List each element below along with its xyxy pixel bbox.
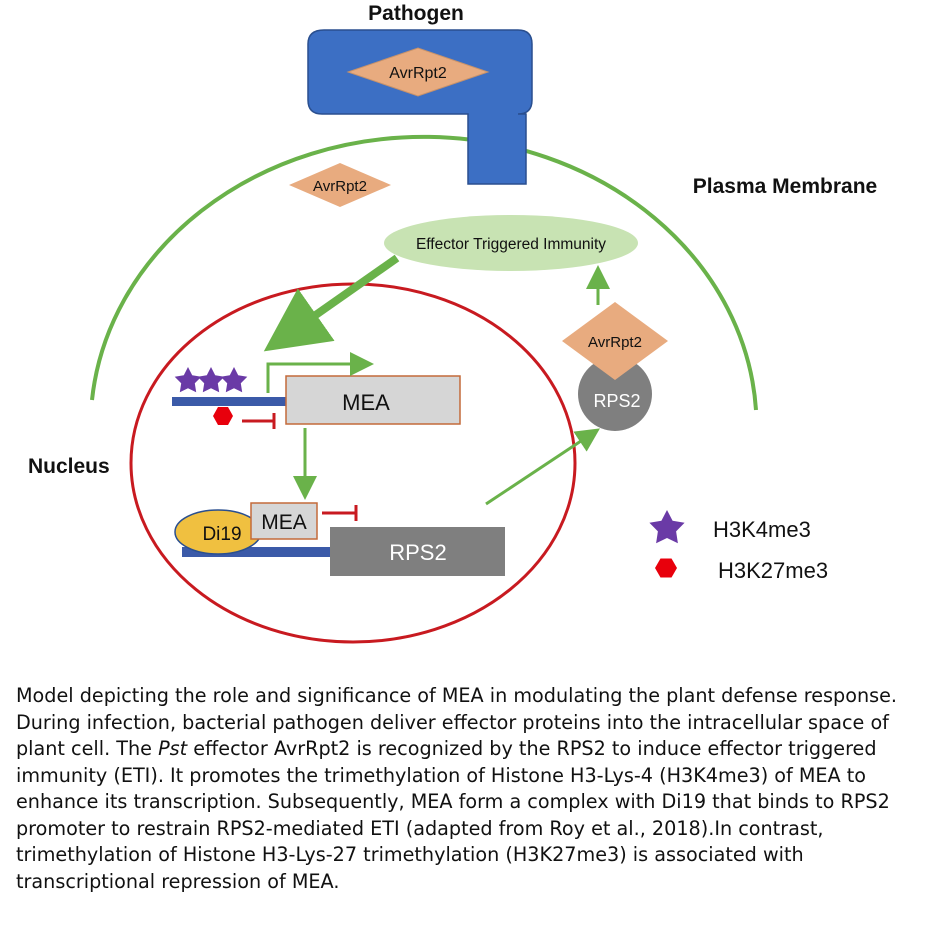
h3k4me3-star-1: [174, 367, 202, 393]
arrow-eti-to-mea: [263, 254, 400, 352]
avrrpt2-cytoplasm-label: AvrRpt2: [313, 178, 367, 195]
legend-hexagon-icon: [655, 558, 677, 578]
caption-part-2: effector AvrRpt2 is recognized by the RP…: [16, 737, 890, 893]
repression-bar-rps2: [322, 505, 358, 521]
plasma-membrane-arc: [90, 134, 758, 411]
rps2-protein-circle: [578, 357, 652, 431]
avrrpt2-rps2-diamond: [562, 302, 668, 380]
nucleus-label: Nucleus: [28, 455, 110, 478]
mea-gene-box: [285, 375, 461, 425]
plasma-membrane-label: Plasma Membrane: [693, 175, 877, 198]
mea-defense-diagram: AvrRpt2 Pathogen AvrRpt2 Plasma Membrane…: [28, 2, 877, 644]
h3k4me3-star-2: [197, 367, 225, 393]
mea-protein-box: [250, 502, 318, 540]
avrrpt2-pathogen-diamond: [346, 47, 490, 97]
caption-part-1: Model depicting the role and significanc…: [16, 684, 898, 760]
rps2-gene-box: [330, 527, 505, 576]
rps2-gene-label: RPS2: [389, 540, 446, 565]
rps2-dna-line: [182, 547, 332, 557]
eti-ellipse: [384, 215, 638, 271]
di19-label: Di19: [202, 524, 241, 545]
legend-h3k27me3-label: H3K27me3: [718, 558, 828, 583]
mea-dna-line: [172, 397, 288, 406]
arrow-rps2-to-protein: [485, 428, 600, 506]
h3k27me3-hexagon: [213, 407, 233, 425]
rps2-protein-label: RPS2: [593, 391, 640, 411]
nucleus-ellipse: [129, 282, 577, 644]
legend-h3k4me3-label: H3K4me3: [713, 517, 811, 542]
figure-caption: Model depicting the role and significanc…: [16, 683, 916, 895]
mea-gene-label: MEA: [342, 390, 390, 415]
avrrpt2-rps2-label: AvrRpt2: [588, 334, 642, 351]
pathogen-title: Pathogen: [368, 2, 464, 25]
avrrpt2-pathogen-label: AvrRpt2: [389, 65, 447, 82]
eti-label: Effector Triggered Immunity: [416, 236, 606, 253]
repression-bar-mea: [242, 413, 276, 429]
h3k4me3-star-3: [220, 367, 248, 393]
mea-protein-label: MEA: [261, 511, 307, 534]
transcription-arrow-mea: [266, 352, 374, 393]
caption-italic-pst: Pst: [158, 737, 188, 760]
legend-star-icon: [649, 510, 685, 544]
avrrpt2-cytoplasm-diamond: [289, 163, 391, 207]
